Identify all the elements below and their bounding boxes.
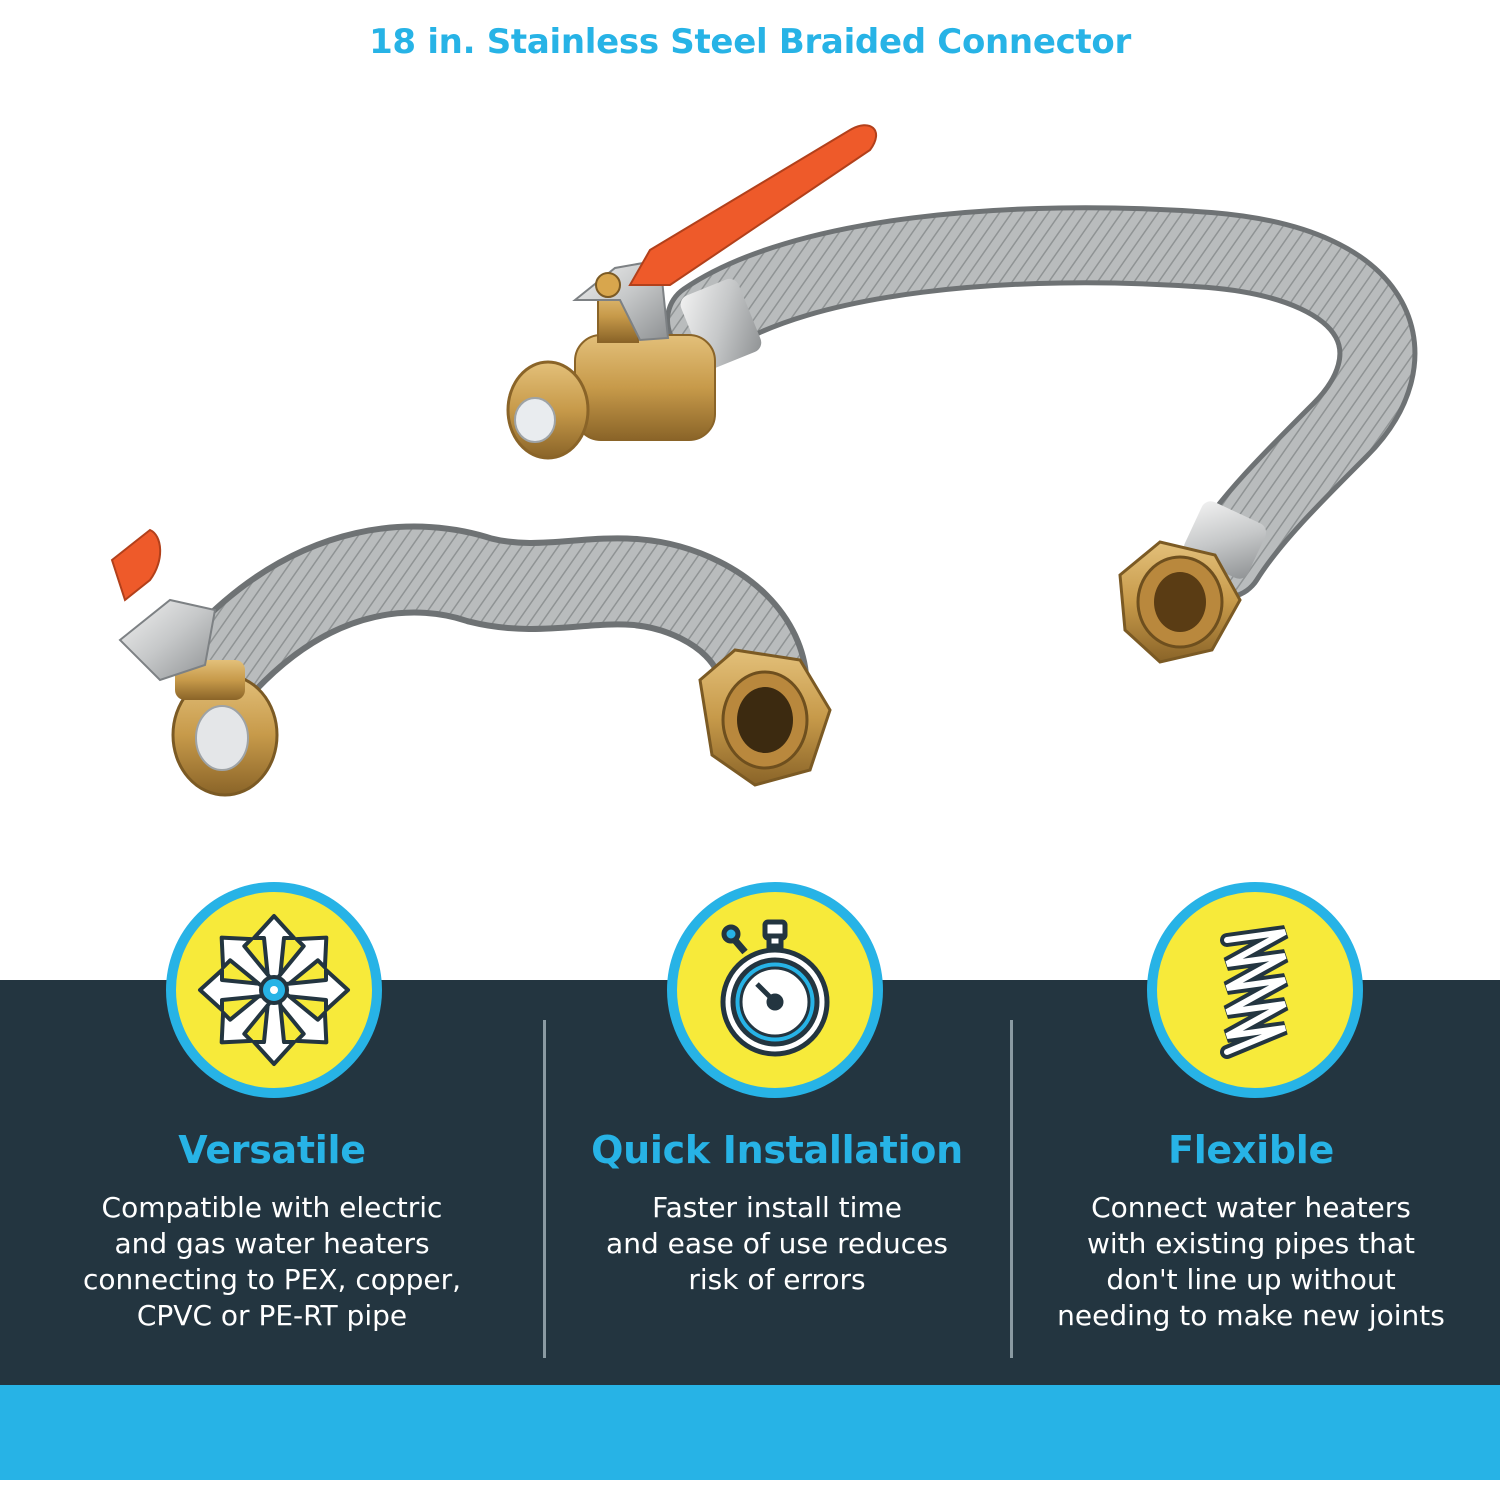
connector-large (506, 124, 1418, 664)
feature-title-versatile: Versatile (178, 1128, 366, 1172)
accent-bar (0, 1385, 1500, 1480)
product-image (110, 124, 1418, 797)
page-title: 18 in. Stainless Steel Braided Connector (369, 22, 1131, 62)
feature-divider (543, 1020, 546, 1358)
stopwatch-icon (720, 919, 830, 1057)
spring-coil-icon (1220, 925, 1289, 1059)
feature-title-quick-installation: Quick Installation (591, 1128, 963, 1172)
feature-divider (1010, 1020, 1013, 1358)
multi-directional-arrows-icon (198, 914, 350, 1066)
feature-title-flexible: Flexible (1168, 1128, 1334, 1172)
feature-badge-quick-installation (667, 882, 883, 1098)
feature-description-quick-installation: Faster install time and ease of use redu… (606, 1191, 948, 1296)
connector-small (110, 523, 832, 797)
feature-description-versatile: Compatible with electric and gas water h… (82, 1191, 462, 1332)
feature-description-flexible: Connect water heaters with existing pipe… (1057, 1191, 1445, 1332)
feature-badge-versatile (166, 882, 382, 1098)
feature-badge-flexible (1147, 882, 1363, 1098)
